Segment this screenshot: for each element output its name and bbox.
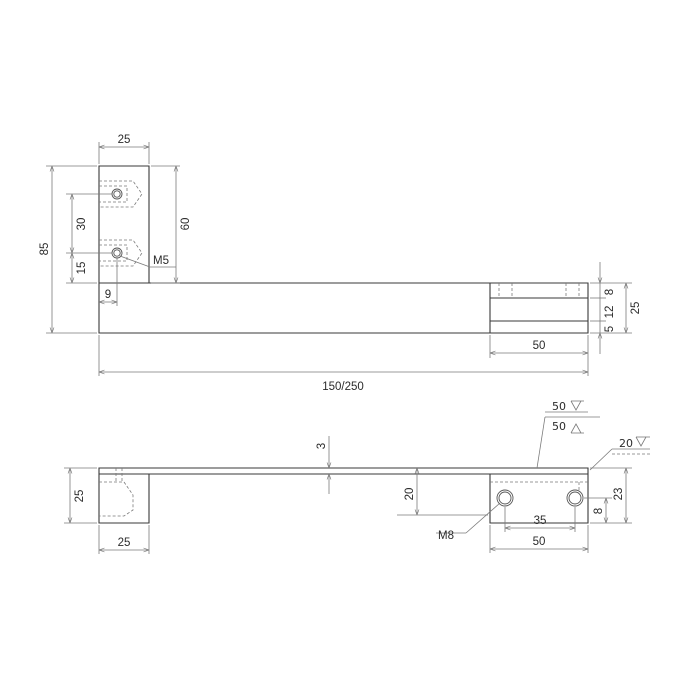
top-view-outline [98,165,589,334]
dim-side-block-length: 50 [533,536,546,548]
dim-block-height: 60 [180,218,192,231]
threaded-hole-left [496,489,514,507]
surface-finish-icon [635,436,647,447]
finish-value-top: 50 [552,400,566,413]
dim-edge-offset: 9 [105,289,111,301]
threaded-hole-right [566,489,584,507]
surface-finish-callout-b: 20 [589,436,652,471]
dim-step-mid: 12 [604,306,616,319]
side-view-outline [98,467,589,524]
dim-overall-length: 150/250 [322,381,364,393]
side-view: 3 20 25 25 M8 35 50 8 [64,400,652,554]
dim-bar-thickness: 3 [316,443,328,449]
finish-value: 20 [619,437,633,450]
side-thread-callout: M8 [438,530,454,542]
leader-line-thread [119,255,151,268]
surface-finish-icon [570,400,582,411]
hidden-hole-left-block [99,468,134,517]
dim-left-block-height: 25 [74,490,86,503]
dim-hole-offset: 15 [76,262,88,275]
leader-line-thread [465,502,501,534]
surface-finish-callout-a: 50 50 [536,400,600,469]
dim-bar-height: 25 [630,302,642,315]
dim-step-top: 8 [604,289,616,295]
dim-block-width: 25 [118,134,131,146]
dim-overall-height: 85 [39,243,51,256]
dim-side-hole-offset: 8 [593,508,605,514]
dim-left-block-width: 25 [118,537,131,549]
dim-end-height: 23 [613,488,625,501]
finish-value-bottom: 50 [552,420,566,433]
top-view: 25 85 60 30 15 M5 9 [39,134,642,393]
thread-callout: M5 [153,255,169,267]
dim-side-block-height: 20 [404,488,416,501]
dim-step-bottom: 5 [604,326,616,332]
surface-finish-icon [570,423,582,434]
dim-hole-spacing: 30 [76,218,88,231]
dim-side-hole-spacing: 35 [534,515,547,527]
dim-end-block-length: 50 [533,340,546,352]
